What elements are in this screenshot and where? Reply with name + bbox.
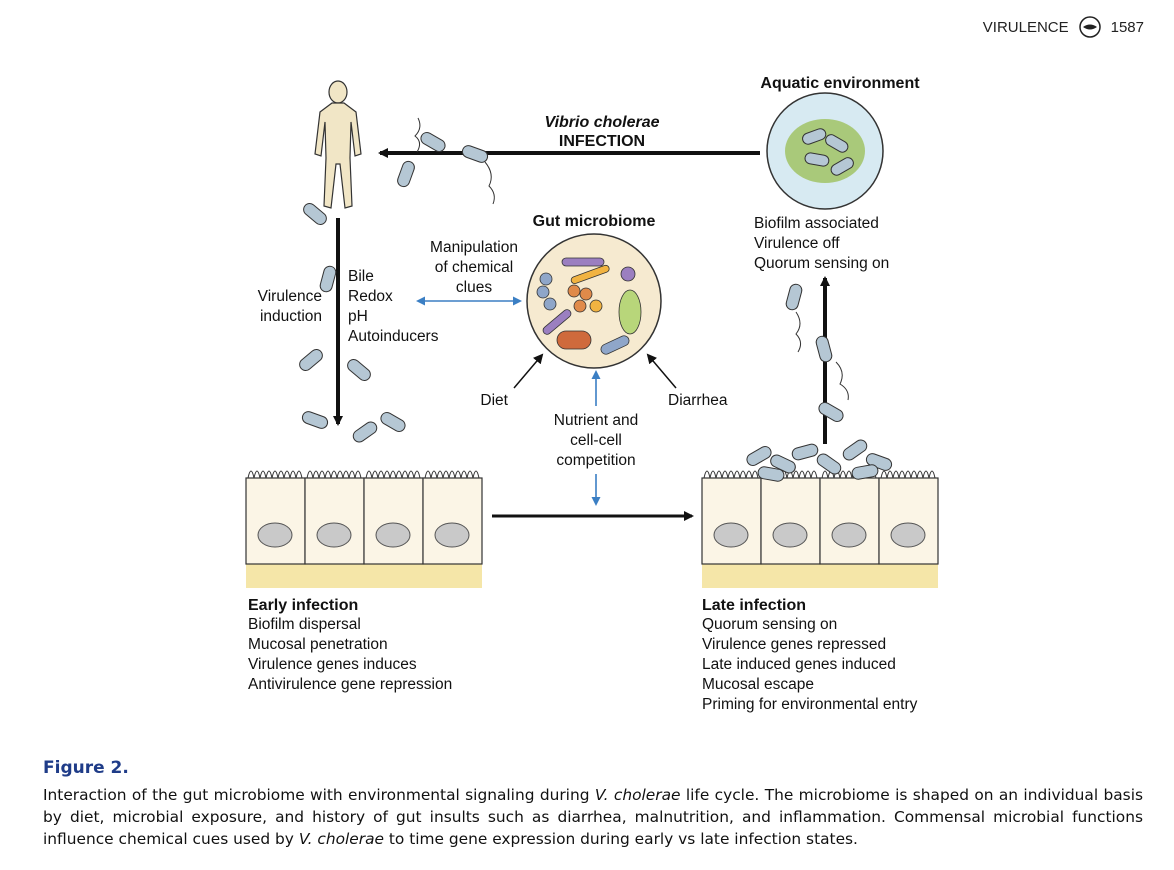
bacteria-group-ascent bbox=[785, 283, 849, 422]
bacteria-group-descent bbox=[299, 203, 406, 443]
signal-bile: Bile bbox=[348, 268, 374, 285]
signal-autoinducers: Autoinducers bbox=[348, 328, 439, 345]
diet-label: Diet bbox=[480, 392, 508, 409]
aquatic-biofilm-icon bbox=[766, 92, 884, 210]
aquatic-title: Aquatic environment bbox=[760, 75, 920, 92]
virulence-induction-line-1: Virulence bbox=[258, 288, 322, 305]
journal-name: VIRULENCE bbox=[982, 18, 1069, 36]
virulence-induction-line-2: induction bbox=[260, 308, 322, 325]
competition-line-1: Nutrient and bbox=[554, 412, 638, 429]
page-number: 1587 bbox=[1110, 18, 1144, 36]
early-item-1: Biofilm dispersal bbox=[248, 616, 361, 633]
aquatic-note-2: Virulence off bbox=[754, 235, 840, 252]
late-title: Late infection bbox=[702, 597, 806, 614]
caption-text-3: to time gene expression during early vs … bbox=[383, 830, 858, 848]
aquatic-note-3: Quorum sensing on bbox=[754, 255, 889, 272]
late-epithelium-icon bbox=[701, 439, 939, 588]
early-epithelium-icon bbox=[245, 470, 483, 588]
early-item-4: Antivirulence gene repression bbox=[248, 676, 452, 693]
figure-2-diagram: Vibrio cholerae INFECTION Aquatic enviro… bbox=[245, 75, 939, 713]
signal-ph: pH bbox=[348, 308, 368, 325]
manipulation-line-1: Manipulation bbox=[430, 239, 518, 256]
publisher-logo-icon bbox=[1078, 16, 1101, 38]
late-item-5: Priming for environmental entry bbox=[702, 696, 918, 713]
caption-text-1: Interaction of the gut microbiome with e… bbox=[43, 786, 595, 804]
early-title: Early infection bbox=[248, 597, 358, 614]
bacteria-group-infection bbox=[397, 117, 495, 205]
late-item-3: Late induced genes induced bbox=[702, 656, 896, 673]
caption-italic-1: V. cholerae bbox=[594, 786, 681, 804]
gut-title: Gut microbiome bbox=[533, 213, 656, 230]
caption-title: Figure 2. bbox=[43, 758, 129, 778]
running-header: VIRULENCE 1587 bbox=[983, 16, 1144, 38]
aquatic-note-1: Biofilm associated bbox=[754, 215, 879, 232]
competition-line-2: cell-cell bbox=[570, 432, 622, 449]
early-item-2: Mucosal penetration bbox=[248, 636, 388, 653]
caption-text-2: life cycle. The microbiome is shaped on … bbox=[43, 786, 1148, 848]
caption-body: Interaction of the gut microbiome with e… bbox=[43, 784, 1143, 850]
manipulation-line-2: of chemical bbox=[435, 259, 513, 276]
infection-label: INFECTION bbox=[559, 133, 645, 150]
late-item-4: Mucosal escape bbox=[702, 676, 814, 693]
caption-italic-2: V. cholerae bbox=[298, 830, 384, 848]
late-item-2: Virulence genes repressed bbox=[702, 636, 886, 653]
gut-microbiome-icon bbox=[526, 233, 662, 369]
late-item-1: Quorum sensing on bbox=[702, 616, 837, 633]
early-item-3: Virulence genes induces bbox=[248, 656, 417, 673]
signal-redox: Redox bbox=[348, 288, 393, 305]
competition-line-3: competition bbox=[556, 452, 635, 469]
diarrhea-label: Diarrhea bbox=[668, 392, 728, 409]
infection-species: Vibrio cholerae bbox=[545, 114, 660, 131]
manipulation-line-3: clues bbox=[456, 279, 492, 296]
figure-caption: Figure 2. Interaction of the gut microbi… bbox=[43, 758, 1143, 850]
human-figure-icon bbox=[314, 80, 362, 209]
